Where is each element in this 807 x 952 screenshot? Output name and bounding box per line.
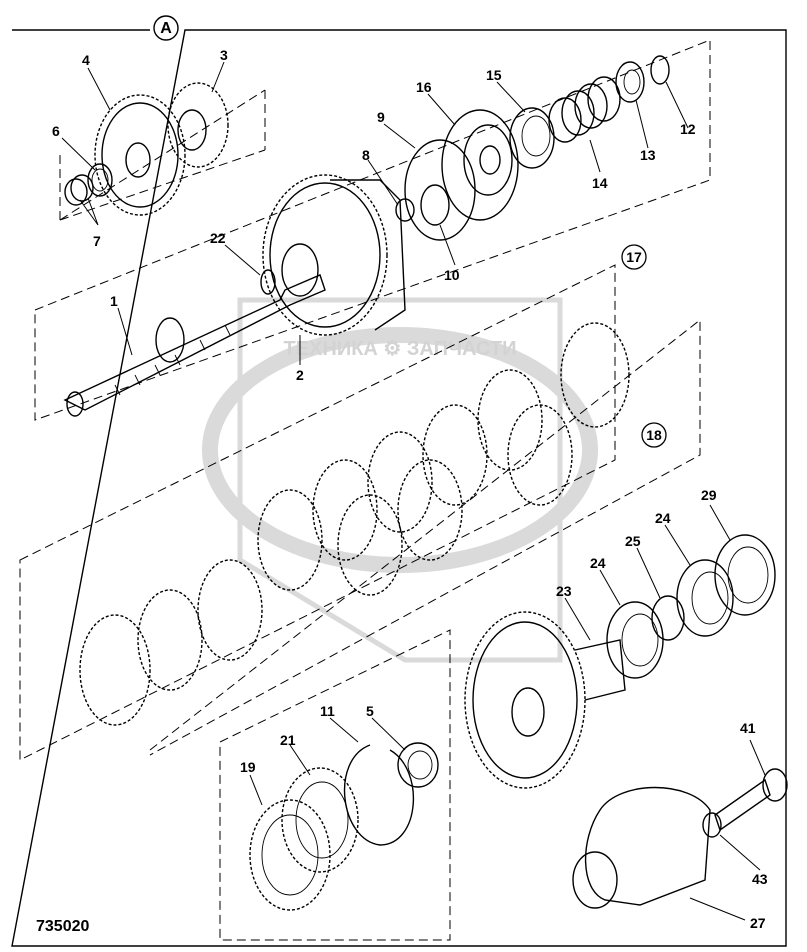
callout-27: 27 [750,915,766,931]
yoke-part-27 [572,786,711,909]
washer-part-13 [615,61,645,103]
gear-part-3 [167,82,229,168]
callout-14: 14 [592,175,608,191]
watermark: ТЕХНИКА ⚙ ЗАПЧАСТИ [202,297,598,663]
group-outline-clutch [19,264,616,761]
callout-24a: 24 [590,555,606,571]
callout-24b: 24 [655,510,671,526]
piston-part-16 [441,109,519,221]
callout-11: 11 [320,703,335,719]
callout-8: 8 [362,147,370,163]
callout-23: 23 [556,583,572,599]
svg-text:17: 17 [626,249,642,265]
group-outline-small [219,629,451,941]
callout-29: 29 [701,487,717,503]
callout-19: 19 [240,759,256,775]
callout-10: 10 [444,267,460,283]
callout-43: 43 [752,871,768,887]
ring-part-6 [87,163,113,197]
bearing-part-24b [676,559,734,637]
callout-25: 25 [625,533,641,549]
callout-22: 22 [210,230,226,246]
callout-15: 15 [486,67,502,83]
washer-part-25 [651,595,685,641]
plate-part-21 [281,767,359,873]
gear-part-4 [94,94,186,216]
callout-7: 7 [93,233,101,249]
circlip-part-12 [650,55,670,85]
clutch-plate-group-18 [79,404,573,726]
bolt-part-41 [714,768,788,832]
snap-ring-part-10 [420,184,450,226]
callout-18: 18 [641,422,667,448]
callout-16: 16 [416,79,432,95]
drawing-number: 735020 [36,918,89,935]
callout-17: 17 [621,244,647,270]
callout-13: 13 [640,147,656,163]
callout-1: 1 [110,293,118,309]
callout-41: 41 [740,720,756,736]
gear-part-2 [262,174,406,336]
ring-part-22 [260,269,276,295]
callout-12: 12 [680,121,696,137]
svg-text:A: A [160,20,172,37]
callout-4: 4 [82,52,90,68]
seal-part-29 [714,534,776,616]
bearing-part-5 [397,742,439,788]
leader-lines [61,61,766,921]
clutch-plate-group-17 [257,322,630,591]
callout-6: 6 [52,123,60,139]
group-outline-shaft [34,39,711,421]
circlip-part-11 [343,744,415,846]
washer-part-43 [702,812,722,838]
gear-part-23 [464,611,626,789]
callout-21: 21 [280,732,296,748]
callout-5: 5 [366,703,374,719]
bearing-part-24a [606,601,664,679]
frame-marker: A [153,15,179,41]
svg-text:18: 18 [646,427,662,443]
watermark-text: ТЕХНИКА ⚙ ЗАПЧАСТИ [283,338,516,360]
group-outline-top-left [59,89,266,221]
spring-part-14 [548,76,621,143]
callout-9: 9 [377,109,385,125]
callout-2: 2 [296,367,304,383]
callout-3: 3 [220,47,228,63]
callout-labels: 4 3 6 7 22 1 2 8 9 10 16 15 14 13 12 17 … [52,47,768,931]
circlip-part-7 [64,174,94,206]
frame-border [11,29,787,947]
plate-part-19 [249,799,331,911]
washer-part-15 [509,107,555,169]
